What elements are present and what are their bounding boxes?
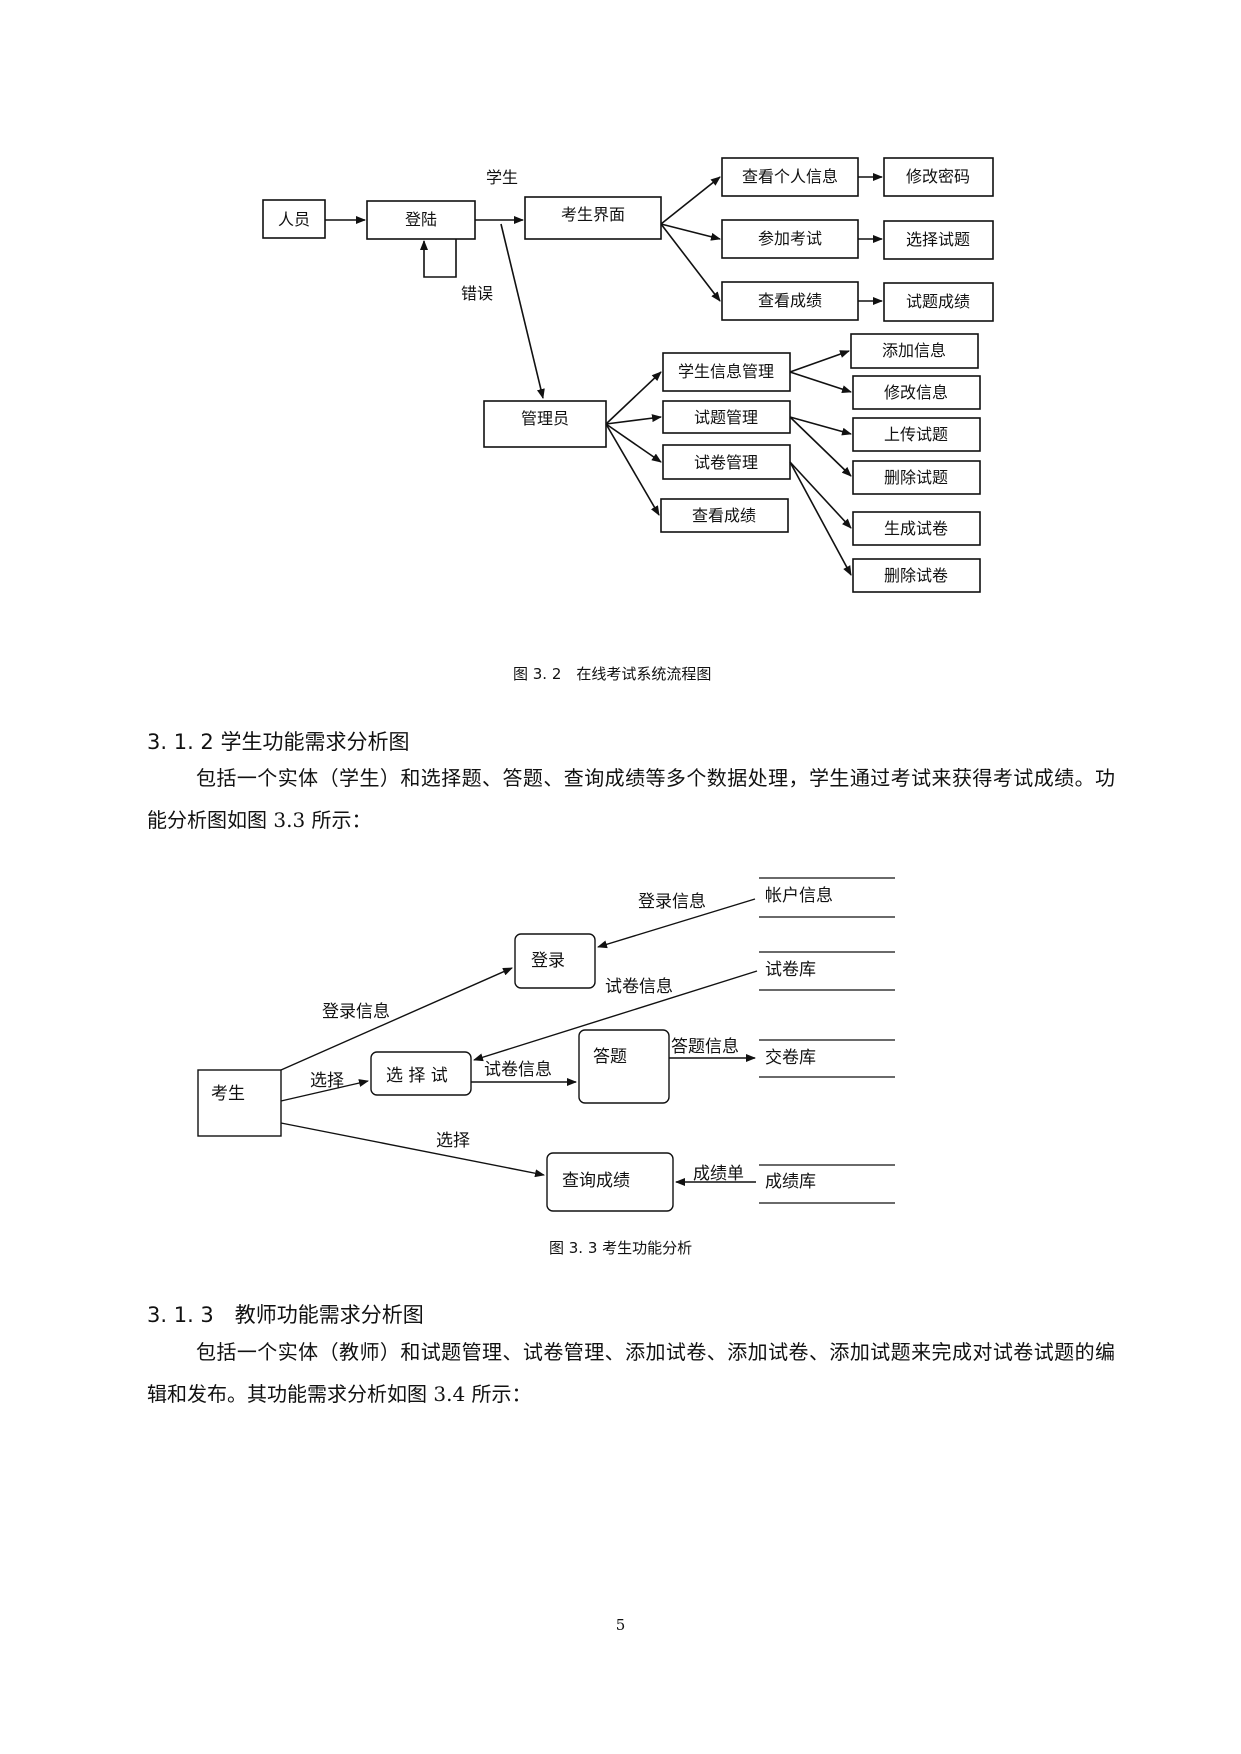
figure-3-3-caption: 图 3. 3 考生功能分析 [549, 1239, 693, 1257]
node-upload-question: 上传试题 [884, 425, 948, 444]
flow-answer-info: 答题信息 [671, 1037, 739, 1057]
section-3-1-3-heading: 3. 1. 3 教师功能需求分析图 [147, 1303, 424, 1327]
page-number: 5 [615, 1616, 626, 1634]
node-question-mgmt: 试题管理 [694, 408, 758, 427]
label-error: 错误 [461, 284, 493, 303]
node-modify-info: 修改信息 [884, 383, 948, 402]
node-admin-view-scores: 查看成绩 [692, 506, 756, 525]
figure-3-2-caption: 图 3. 2 在线考试系统流程图 [513, 665, 712, 683]
node-view-info: 查看个人信息 [742, 167, 838, 186]
flow-login-info-from-store: 登录信息 [638, 892, 706, 912]
node-change-password: 修改密码 [906, 167, 970, 186]
node-paper-mgmt: 试卷管理 [694, 453, 758, 472]
node-login: 登陆 [405, 210, 437, 229]
node-student-info-mgmt: 学生信息管理 [678, 362, 774, 381]
node-select-questions: 选择试题 [906, 230, 970, 249]
store-score-bank: 成绩库 [765, 1172, 816, 1192]
store-account-info: 帐户信息 [765, 886, 833, 906]
store-submission-bank: 交卷库 [765, 1048, 816, 1068]
label-student: 学生 [486, 168, 518, 187]
node-delete-question: 删除试题 [884, 468, 948, 487]
node-question-scores: 试题成绩 [906, 292, 970, 311]
section-3-1-2-heading: 3. 1. 2 学生功能需求分析图 [147, 730, 410, 754]
node-login: 登录 [531, 951, 565, 971]
node-delete-paper: 删除试卷 [884, 566, 948, 585]
flow-paper-info-to-answer: 试卷信息 [484, 1060, 552, 1080]
section-3-1-2-paragraph: 包括一个实体（学生）和选择题、答题、查询成绩等多个数据处理，学生通过考试来获得考… [147, 766, 1115, 832]
node-query-scores: 查询成绩 [562, 1171, 630, 1191]
node-take-exam: 参加考试 [758, 229, 822, 248]
node-person: 人员 [278, 210, 310, 229]
figure-3-2-flowchart: 人员 登陆 考生界面 查看个人信息 修改密码 参加考试 选择试题 查看成绩 试题… [262, 157, 994, 593]
figure-3-3-dataflow: 考生 登录 选 择 试 答题 查询成绩 帐户信息 试卷库 交卷库 成绩库 登录信… [197, 877, 895, 1212]
flow-paper-info-from-store: 试卷信息 [605, 977, 673, 997]
flow-score-sheet: 成绩单 [693, 1164, 744, 1184]
node-admin: 管理员 [521, 409, 569, 428]
flow-select-1: 选择 [310, 1071, 344, 1091]
flow-select-2: 选择 [436, 1131, 470, 1151]
node-view-scores: 查看成绩 [758, 291, 822, 310]
section-3-1-3-paragraph: 包括一个实体（教师）和试题管理、试卷管理、添加试卷、添加试卷、添加试题来完成对试… [147, 1340, 1115, 1406]
flow-login-info-from-examinee: 登录信息 [322, 1002, 390, 1022]
node-student-ui: 考生界面 [561, 205, 625, 224]
node-examinee: 考生 [211, 1084, 245, 1104]
node-answer: 答题 [593, 1047, 627, 1067]
store-paper-bank: 试卷库 [765, 960, 816, 980]
node-generate-paper: 生成试卷 [884, 519, 948, 538]
node-add-info: 添加信息 [882, 341, 946, 360]
node-select-exam: 选 择 试 [386, 1066, 448, 1086]
